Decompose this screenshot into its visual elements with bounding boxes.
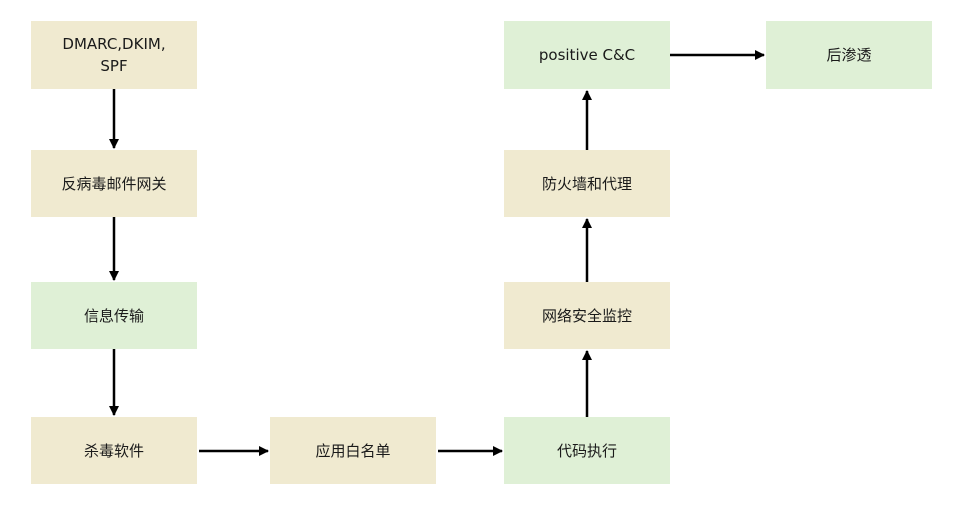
node-code-execution: 代码执行 (504, 417, 670, 484)
node-dmarc-dkim-spf: DMARC,DKIM, SPF (31, 21, 197, 89)
node-application-whitelist: 应用白名单 (270, 417, 436, 484)
node-antivirus-software: 杀毒软件 (31, 417, 197, 484)
node-post-exploitation: 后渗透 (766, 21, 932, 89)
node-information-transfer: 信息传输 (31, 282, 197, 349)
node-firewall-and-proxy: 防火墙和代理 (504, 150, 670, 217)
node-antivirus-mail-gateway: 反病毒邮件网关 (31, 150, 197, 217)
node-network-security-monitoring: 网络安全监控 (504, 282, 670, 349)
node-positive-cc: positive C&C (504, 21, 670, 89)
